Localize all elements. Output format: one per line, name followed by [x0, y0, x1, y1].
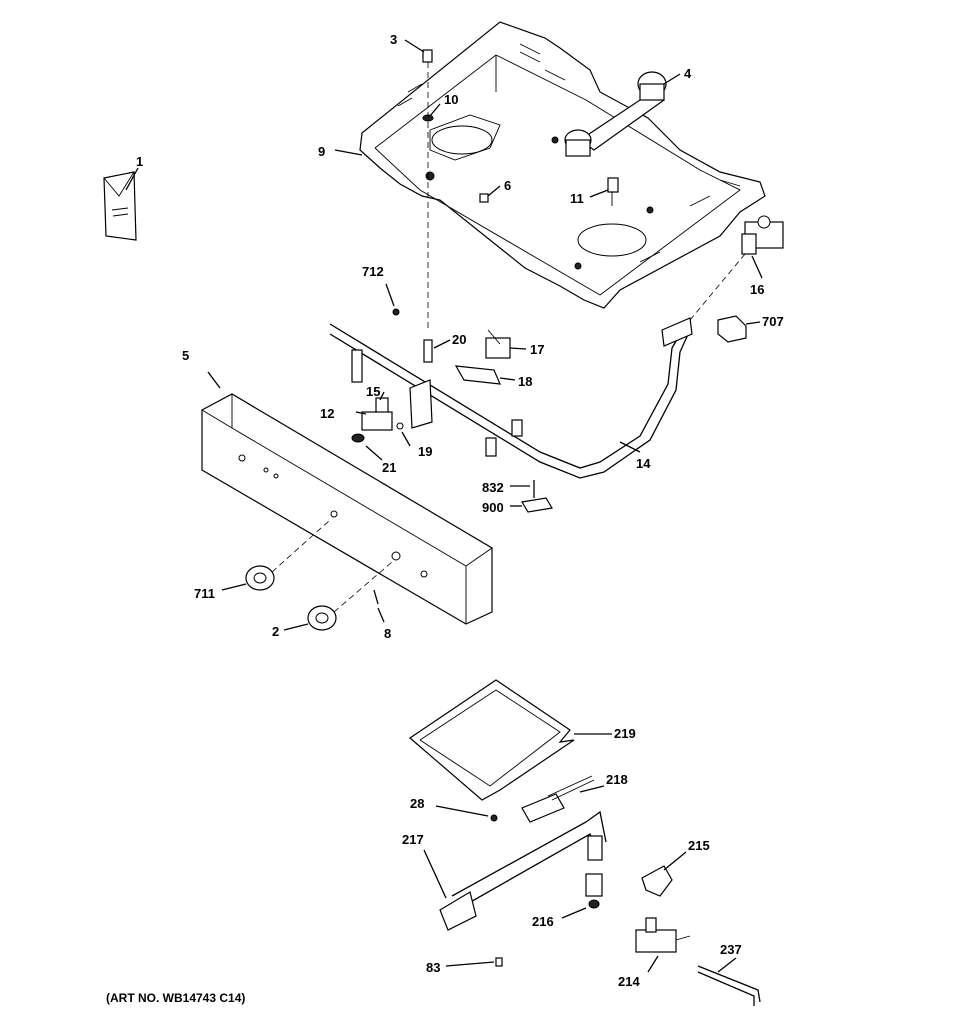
orifice-part-20	[423, 339, 451, 363]
callout-18: 18	[518, 374, 532, 389]
callout-8: 8	[384, 626, 391, 641]
tube-part-237	[697, 957, 761, 1006]
callout-28: 28	[410, 796, 424, 811]
callout-3: 3	[390, 32, 397, 47]
callout-20: 20	[452, 332, 466, 347]
callout-15: 15	[366, 384, 380, 399]
spring-part-8	[373, 589, 385, 623]
heat-shield-part-219	[409, 679, 612, 801]
part-707	[717, 315, 761, 343]
switch-part-17	[485, 329, 527, 359]
callout-5: 5	[182, 348, 189, 363]
callout-6: 6	[504, 178, 511, 193]
regulator-part-16	[689, 215, 784, 321]
bracket-part-18	[454, 365, 516, 385]
callout-214: 214	[618, 974, 640, 989]
bake-burner-part-217	[423, 810, 607, 931]
callout-900: 900	[482, 500, 504, 515]
callout-4: 4	[684, 66, 692, 81]
callout-17: 17	[530, 342, 544, 357]
callout-16: 16	[750, 282, 764, 297]
callout-10: 10	[444, 92, 458, 107]
callout-832: 832	[482, 480, 504, 495]
knob-part-711	[221, 519, 331, 591]
valve-part-214	[635, 917, 691, 973]
callout-12: 12	[320, 406, 334, 421]
callout-216: 216	[532, 914, 554, 929]
knob-part-2	[283, 561, 393, 631]
callout-19: 19	[418, 444, 432, 459]
screw-part-712	[385, 283, 400, 316]
callout-2: 2	[272, 624, 279, 639]
screw-part-28	[435, 805, 498, 822]
callout-215: 215	[688, 838, 710, 853]
nut-part-6	[479, 185, 501, 203]
part-83	[445, 957, 503, 967]
valve-assembly	[351, 379, 433, 461]
callout-21: 21	[382, 460, 396, 475]
callout-237: 237	[720, 942, 742, 957]
burner-valves-part-4	[564, 71, 681, 157]
control-panel-part-5	[201, 371, 493, 625]
igniter-part-11	[589, 177, 619, 206]
callout-9: 9	[318, 144, 325, 159]
callout-83: 83	[426, 960, 440, 975]
burner-box	[359, 21, 766, 309]
module-part-218	[521, 775, 605, 823]
callout-1: 1	[136, 154, 143, 169]
screw-bracket-832-900	[510, 480, 553, 513]
callout-218: 218	[606, 772, 628, 787]
air-shutter-part-216	[561, 873, 603, 919]
callout-217: 217	[402, 832, 424, 847]
callout-219: 219	[614, 726, 636, 741]
callout-11: 11	[570, 191, 584, 206]
literature-envelope	[103, 167, 139, 241]
bracket-part-215	[641, 851, 687, 897]
art-number: (ART NO. WB14743 C14)	[106, 991, 245, 1005]
callout-14: 14	[636, 456, 651, 471]
manifold-part-14	[329, 317, 693, 479]
callout-707: 707	[762, 314, 784, 329]
callout-711: 711	[194, 586, 215, 601]
nut-part-3	[404, 39, 433, 63]
callout-712: 712	[362, 264, 384, 279]
